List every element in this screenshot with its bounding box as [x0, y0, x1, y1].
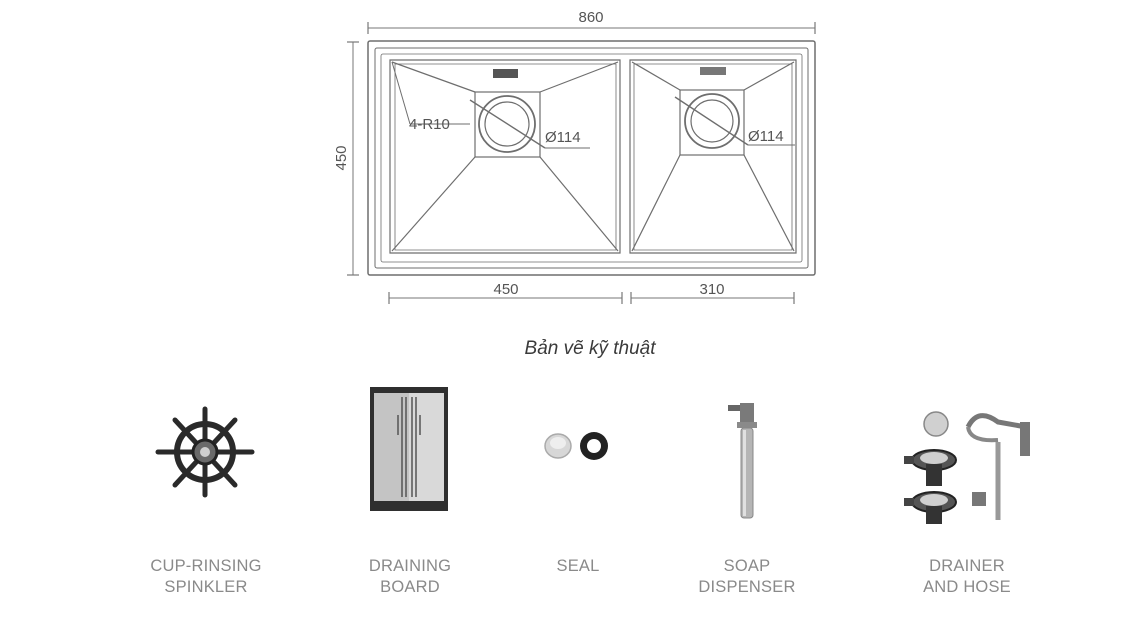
overall-height-dimension: 450 [333, 41, 359, 276]
draining-board-icon [370, 387, 448, 511]
drainer-hose-icon [904, 411, 1030, 524]
left-drain-diameter-label: Ø114 [545, 129, 581, 146]
accessory-label-draining-board: DRAINING BOARD [368, 557, 452, 596]
soap-dispenser-icon [728, 403, 757, 519]
corner-radius-label: 4-R10 [409, 116, 450, 133]
right-drain-diameter-label: Ø114 [748, 128, 784, 145]
seal-icon [544, 432, 608, 460]
overall-width-label: 860 [578, 9, 603, 26]
technical-drawing-caption: Bản vẽ kỹ thuật [524, 338, 656, 359]
overall-height-label: 450 [333, 145, 350, 170]
sink-technical-drawing: 860 450 4-R10 Ø114 [333, 9, 816, 304]
left-bowl-width-label: 450 [493, 281, 518, 298]
accessory-label-drainer-hose: DRAINER AND HOSE [923, 557, 1011, 596]
accessory-label-soap-dispenser: SOAP DISPENSER [698, 557, 796, 596]
sink-outline [367, 40, 816, 276]
right-bowl [629, 59, 797, 254]
left-bowl [389, 59, 621, 254]
bowl-width-dimensions: 450 310 [388, 281, 795, 304]
accessory-label-seal: SEAL [556, 557, 600, 575]
overall-width-dimension: 860 [367, 9, 816, 34]
accessory-label-cup-rinsing-sprinkler: CUP-RINSING SPINKLER [150, 557, 262, 596]
right-bowl-width-label: 310 [699, 281, 724, 298]
cup-rinsing-sprinkler-icon [155, 406, 255, 498]
